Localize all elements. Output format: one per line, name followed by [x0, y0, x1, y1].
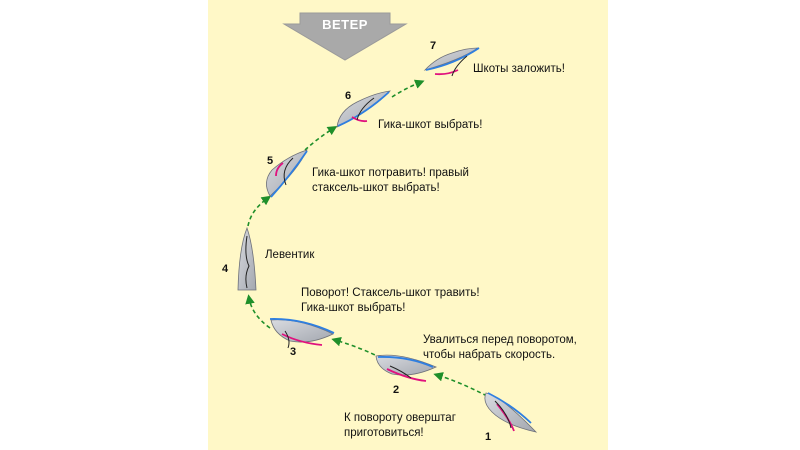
- boat-1: [484, 392, 538, 433]
- step-3-line-1: Поворот! Стаксель-шкот травить!: [301, 287, 480, 299]
- step-5-line-1: Гика-шкот потравить! правый: [312, 167, 469, 179]
- boat-4: [237, 226, 257, 291]
- path-segment-1-2: [433, 372, 488, 397]
- path-segment-3-4: [245, 294, 271, 329]
- step-1-label: К повороту оверштаг приготовиться!: [344, 411, 456, 441]
- step-1-line-2: приготовиться!: [344, 427, 424, 439]
- path-segment-6-7: [391, 79, 425, 98]
- boat-7: [423, 47, 480, 77]
- path-segment-4-5: [247, 195, 272, 227]
- step-number-1: 1: [485, 431, 492, 443]
- step-4-line-1: Левентик: [265, 249, 315, 261]
- step-3-label: Поворот! Стаксель-шкот травить! Гика-шко…: [301, 286, 480, 316]
- step-5-label: Гика-шкот потравить! правый стаксель-шко…: [312, 166, 469, 196]
- step-7-label: Шкоты заложить!: [473, 62, 565, 77]
- step-number-4: 4: [222, 263, 229, 275]
- step-number-6: 6: [345, 90, 352, 102]
- boat-2: [375, 354, 437, 382]
- path-segment-5-6: [304, 125, 338, 151]
- step-4-label: Левентик: [265, 248, 314, 263]
- path-segment-2-3: [331, 337, 382, 359]
- step-2-line-2: чтобы набрать скорость.: [423, 349, 556, 361]
- boat-6: [336, 90, 392, 128]
- step-2-line-1: Увалиться перед поворотом,: [423, 334, 577, 346]
- step-1-line-1: К повороту оверштаг: [344, 412, 456, 424]
- step-number-5: 5: [267, 155, 274, 167]
- step-number-7: 7: [430, 40, 437, 52]
- boat-5: [266, 149, 308, 198]
- step-7-line-1: Шкоты заложить!: [473, 63, 565, 75]
- wind-arrow: [282, 12, 408, 61]
- step-number-3: 3: [290, 346, 297, 358]
- step-6-line-1: Гика-шкот выбрать!: [378, 119, 483, 131]
- wind-label: ВЕТЕР: [322, 17, 368, 32]
- boat-3: [269, 318, 335, 349]
- step-number-2: 2: [393, 384, 400, 396]
- step-3-line-2: Гика-шкот выбрать!: [301, 302, 406, 314]
- step-5-line-2: стаксель-шкот выбрать!: [312, 182, 440, 194]
- step-6-label: Гика-шкот выбрать!: [378, 118, 482, 133]
- step-2-label: Увалиться перед поворотом, чтобы набрать…: [423, 333, 577, 363]
